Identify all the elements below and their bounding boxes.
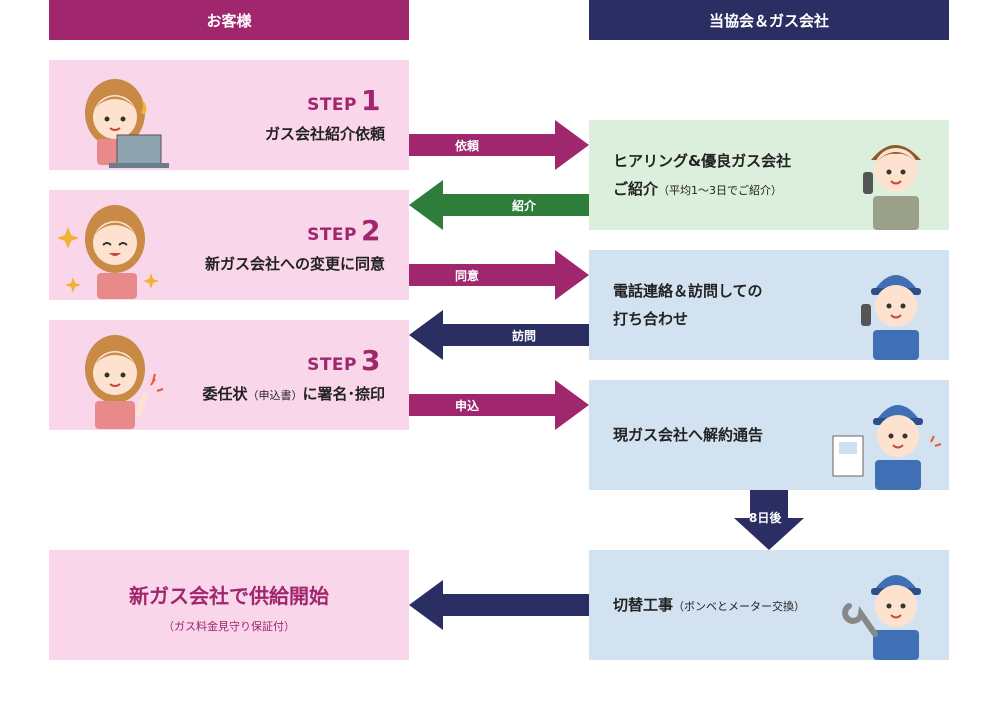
agree-arrow xyxy=(409,250,589,300)
final-title: 新ガス会社で供給開始 xyxy=(129,584,329,608)
woman-laptop-icon xyxy=(85,79,169,168)
customer-header: お客様 xyxy=(49,0,409,40)
phone-visit-box: 電話連絡＆訪問しての 打ち合わせ xyxy=(589,250,949,360)
agree-label: 同意 xyxy=(455,269,480,283)
step-3-text: 委任状（申込書）に署名･捺印 xyxy=(202,385,385,403)
worker-clipboard-icon xyxy=(832,405,942,490)
apply-arrow xyxy=(409,380,589,430)
worker-wrench-icon xyxy=(842,575,921,660)
apply-label: 申込 xyxy=(455,399,480,413)
days-after-arrow xyxy=(734,490,804,550)
final-box: 新ガス会社で供給開始 （ガス料金見守り保証付） xyxy=(49,550,409,660)
cancel-notice-text: 現ガス会社へ解約通告 xyxy=(613,426,764,444)
switch-work-box: 切替工事（ボンベとメーター交換） xyxy=(589,550,949,660)
woman-pointing-icon xyxy=(85,335,164,429)
visit-arrow xyxy=(409,310,589,360)
start-supply-arrow xyxy=(409,580,589,630)
cancel-notice-box: 現ガス会社へ解約通告 xyxy=(589,380,949,490)
hearing-box: ヒアリング&優良ガス会社 ご紹介（平均1～3日でご紹介） xyxy=(589,120,949,230)
days-after-label: 8日後 xyxy=(749,511,782,525)
request-label: 依頼 xyxy=(455,139,480,153)
staff-phone-icon xyxy=(863,145,921,230)
phone-visit-text: 電話連絡＆訪問しての 打ち合わせ xyxy=(613,282,763,328)
step-1-text: ガス会社紹介依頼 xyxy=(264,125,385,143)
hearing-text: ヒアリング&優良ガス会社 ご紹介（平均1～3日でご紹介） xyxy=(613,152,792,198)
request-arrow xyxy=(409,120,589,170)
introduction-arrow xyxy=(409,180,589,230)
step-2-text: 新ガス会社への変更に同意 xyxy=(204,255,385,273)
switch-work-text: 切替工事（ボンベとメーター交換） xyxy=(613,596,806,614)
association-header: 当協会＆ガス会社 xyxy=(589,0,949,40)
introduction-label: 紹介 xyxy=(512,199,537,213)
final-subtitle: （ガス料金見守り保証付） xyxy=(163,620,295,633)
worker-phone-icon xyxy=(861,275,921,360)
woman-agree-icon xyxy=(57,205,159,299)
visit-label: 訪問 xyxy=(512,329,537,343)
